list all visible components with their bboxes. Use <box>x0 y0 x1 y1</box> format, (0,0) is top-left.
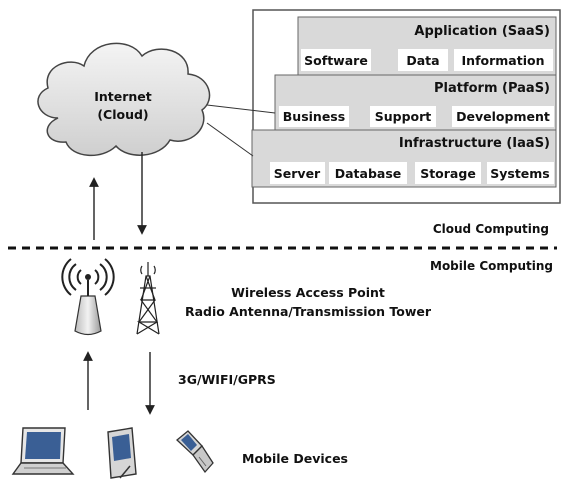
cell-data-bg <box>398 49 448 71</box>
laptop-icon <box>11 427 75 475</box>
cell-information-bg <box>454 49 553 71</box>
transmission-tower-icon <box>136 262 160 335</box>
connector-line-iaas <box>206 122 254 157</box>
cell-storage-bg <box>415 162 481 184</box>
wireless-access-point-icon <box>61 258 115 336</box>
transmission-tower-label: Radio Antenna/Transmission Tower <box>185 304 432 319</box>
cell-business-bg <box>279 106 349 127</box>
cell-database: Database <box>335 166 402 181</box>
layer-title-iaas: Infrastructure (IaaS) <box>399 136 550 151</box>
pda-icon <box>107 427 137 479</box>
layer-title-paas: Platform (PaaS) <box>434 81 550 96</box>
connector-line-paas <box>206 104 276 114</box>
cell-software: Software <box>304 53 368 68</box>
mobile-computing-label: Mobile Computing <box>430 259 553 273</box>
cloud-computing-label: Cloud Computing <box>433 222 549 236</box>
layer-title-saas: Application (SaaS) <box>414 24 550 39</box>
access-point-label: Wireless Access Point <box>231 285 385 300</box>
cell-server-bg <box>270 162 325 184</box>
cell-software-bg <box>301 49 371 71</box>
flip-phone-icon <box>176 430 214 474</box>
cell-information: Information <box>462 53 545 68</box>
cell-development: Development <box>456 109 550 124</box>
cell-development-bg <box>452 106 554 127</box>
cell-data: Data <box>406 53 439 68</box>
cloud-label-line1: Internet <box>94 89 152 104</box>
cell-support-bg <box>370 106 436 127</box>
cell-business: Business <box>283 109 345 124</box>
cell-storage: Storage <box>420 166 476 181</box>
mobile-devices-label: Mobile Devices <box>242 451 348 466</box>
cell-database-bg <box>329 162 407 184</box>
network-label: 3G/WIFI/GPRS <box>178 372 276 387</box>
cloud-label-line2: (Cloud) <box>97 107 148 122</box>
cell-systems-bg <box>487 162 554 184</box>
cell-support: Support <box>375 109 432 124</box>
cell-systems: Systems <box>490 166 550 181</box>
cell-server: Server <box>274 166 321 181</box>
cloud-icon <box>37 42 211 157</box>
